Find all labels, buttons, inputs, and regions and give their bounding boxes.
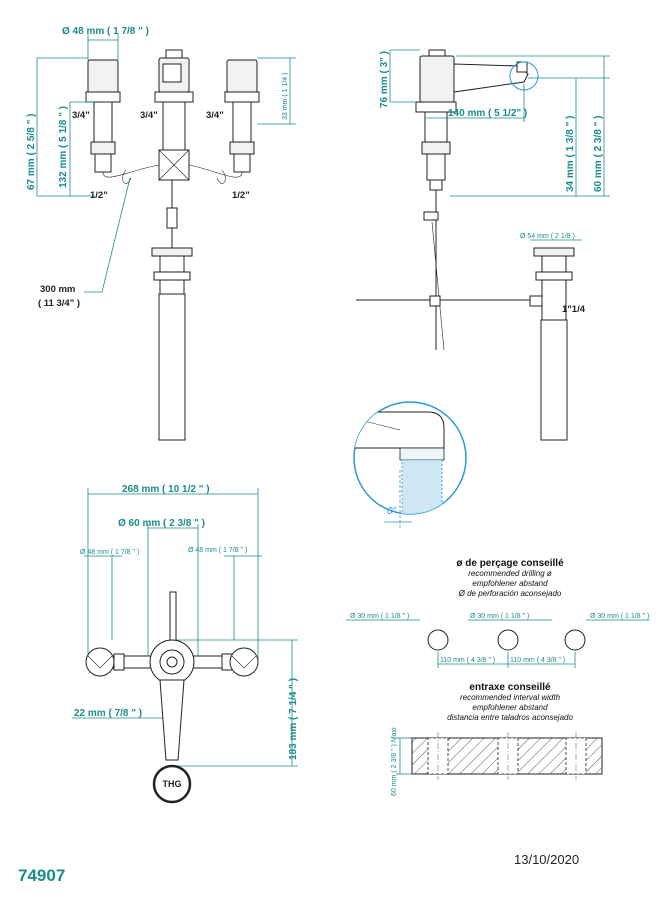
dim-height-60: 60 mm ( 2 3/8 " ) bbox=[593, 116, 604, 192]
interval-de: empfohlener abstand bbox=[472, 703, 548, 712]
dim-height-34: 34 mm ( 1 3/8 " ) bbox=[565, 116, 576, 192]
dim-diameter-48-left: Ø 48 mm ( 1 7/8 " ) bbox=[80, 549, 139, 556]
connector-label-1-2-left: 1/2" bbox=[90, 190, 108, 201]
dim-height-67: 67 mm ( 2 5/8 " ) bbox=[26, 114, 37, 190]
product-code: 74907 bbox=[18, 866, 66, 885]
dim-max-thickness: 60 mm ( 2 3/8 " ) Maxi bbox=[391, 727, 398, 796]
dim-diameter-54: Ø 54 mm ( 2 1/8 ) bbox=[520, 233, 575, 240]
thread-label: 1"1/4 bbox=[562, 304, 586, 315]
front-view: Ø 48 mm ( 1 7/8 " ) 67 mm ( 2 5/8 " ) 13… bbox=[26, 26, 296, 441]
dim-diameter-48-right: Ø 48 mm ( 1 7/8 " ) bbox=[188, 547, 247, 554]
dim-height-132: 132 mm ( 5 1/8 " ) bbox=[58, 106, 69, 188]
dim-diameter-48-top: Ø 48 mm ( 1 7/8 " ) bbox=[62, 26, 149, 37]
spacing-110-b: 110 mm ( 4 3/8 " ) bbox=[510, 657, 565, 664]
drill-title: ø de perçage conseillé bbox=[456, 558, 564, 569]
dim-diameter-60: Ø 60 mm ( 2 3/8 " ) bbox=[118, 518, 205, 529]
drill-diameter-c: Ø 30 mm ( 1 1/8 " ) bbox=[590, 613, 649, 620]
interval-es: distancia entre taladros aconsejado bbox=[447, 713, 573, 722]
connector-label-3-4-left: 3/4" bbox=[72, 110, 90, 121]
dim-length-140: 140 mm ( 5 1/2" ) bbox=[448, 108, 527, 119]
dim-length-300-inches: ( 11 3/4" ) bbox=[38, 298, 80, 309]
dim-height-76: 76 mm ( 3" ) bbox=[379, 51, 390, 108]
connector-label-1-2-right: 1/2" bbox=[232, 190, 250, 201]
dim-height-183: 183 mm ( 7 1/4 " ) bbox=[288, 678, 299, 760]
dim-height-33: 33 mm ( 1 1/4 ) bbox=[282, 73, 289, 120]
brand-logo: THG bbox=[163, 779, 182, 789]
dim-width-268: 268 mm ( 10 1/2 " ) bbox=[122, 484, 210, 495]
connector-label-3-4-right: 3/4" bbox=[206, 110, 224, 121]
drawing-date: 13/10/2020 bbox=[514, 852, 580, 867]
drill-de: empfohlener abstand bbox=[472, 579, 548, 588]
drill-en: recommended drilling ø bbox=[468, 569, 552, 578]
drill-diameter-a: Ø 30 mm ( 1 1/8 " ) bbox=[350, 613, 409, 620]
spacing-110-a: 110 mm ( 4 3/8 " ) bbox=[440, 657, 495, 664]
drilling-recommendation: ø de perçage conseillé recommended drill… bbox=[346, 558, 650, 796]
angle-label: 0° bbox=[387, 506, 397, 517]
side-view: 76 mm ( 3" ) 140 mm ( 5 1/2" ) 34 mm ( 1… bbox=[356, 49, 610, 441]
dim-width-22: 22 mm ( 7/8 " ) bbox=[74, 708, 142, 719]
spout-detail: 0° bbox=[353, 401, 467, 530]
connector-label-3-4-center: 3/4" bbox=[140, 110, 158, 121]
dim-length-300: 300 mm bbox=[40, 284, 75, 295]
drill-es: Ø de perforación aconsejado bbox=[458, 589, 562, 598]
top-view: THG 268 mm ( 10 1/2 " ) Ø 60 mm ( 2 3/8 … bbox=[72, 484, 299, 804]
drill-diameter-b: Ø 30 mm ( 1 1/8 " ) bbox=[470, 613, 529, 620]
interval-en: recommended interval width bbox=[460, 693, 561, 702]
interval-title: entraxe conseillé bbox=[469, 682, 551, 693]
